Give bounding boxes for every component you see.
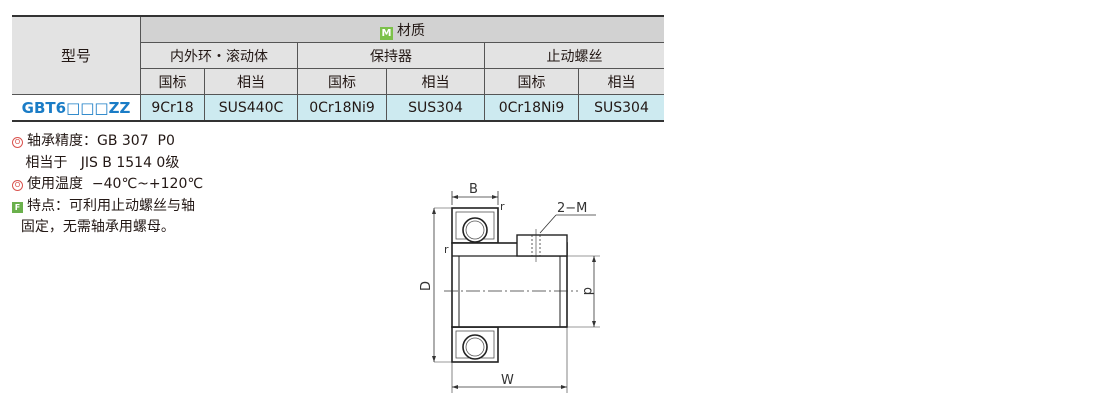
subheader-eq-2: 相当 bbox=[386, 68, 485, 95]
value-bearing-gb: 9Cr18 bbox=[140, 94, 205, 122]
feature-f-icon: F bbox=[12, 201, 23, 213]
group-retainer: 保持器 bbox=[297, 42, 485, 69]
temperature-text: 使用温度 −40℃~+120℃ bbox=[27, 176, 204, 192]
note-temperature: O 使用温度 −40℃~+120℃ bbox=[12, 174, 203, 196]
notes: O 轴承精度：GB 307 P0 相当于 JIS B 1514 0级 O 使用温度 … bbox=[12, 131, 203, 239]
label-r-side: r bbox=[444, 243, 449, 256]
material-badge-icon: M bbox=[380, 26, 393, 40]
subheader-eq-1: 相当 bbox=[204, 68, 298, 95]
feature-text-1: 特点：可利用止动螺丝与轴 bbox=[27, 197, 195, 214]
spec-table: 型号 M 材质 内外环・滚动体 保持器 止动螺丝 国标 相当 国标 相当 国标 相… bbox=[12, 15, 664, 122]
value-retainer-gb: 0Cr18Ni9 bbox=[297, 94, 387, 122]
note-feature-2: 固定，无需轴承用螺母。 bbox=[12, 219, 175, 235]
note-feature: F 特点：可利用止动螺丝与轴 bbox=[12, 196, 203, 218]
note-o-icon: O bbox=[12, 137, 23, 148]
subheader-gb-2: 国标 bbox=[297, 68, 387, 95]
note-equivalent: 相当于 JIS B 1514 0级 bbox=[12, 154, 180, 171]
label-d: d bbox=[580, 287, 595, 295]
note-o-icon: O bbox=[12, 180, 23, 191]
subheader-gb-3: 国标 bbox=[484, 68, 579, 95]
precision-text: 轴承精度：GB 307 P0 bbox=[27, 133, 175, 149]
model-value: GBT6□□□ZZ bbox=[12, 94, 141, 122]
value-screw-gb: 0Cr18Ni9 bbox=[484, 94, 579, 122]
label-2M: 2−M bbox=[557, 201, 587, 216]
model-header: 型号 bbox=[12, 15, 141, 95]
group-set-screw: 止动螺丝 bbox=[484, 42, 664, 69]
label-B: B bbox=[469, 182, 478, 197]
label-r-top: r bbox=[500, 200, 505, 213]
label-W: W bbox=[501, 373, 514, 388]
group-bearing: 内外环・滚动体 bbox=[140, 42, 298, 69]
value-bearing-eq: SUS440C bbox=[204, 94, 298, 122]
bearing-drawing: B r r 2−M D d W bbox=[419, 182, 600, 393]
material-header-cell: M 材质 bbox=[140, 15, 664, 43]
value-screw-eq: SUS304 bbox=[578, 94, 664, 122]
subheader-gb-1: 国标 bbox=[140, 68, 205, 95]
note-precision: O 轴承精度：GB 307 P0 bbox=[12, 131, 203, 153]
material-header: 材质 bbox=[397, 22, 425, 39]
label-D: D bbox=[419, 281, 434, 291]
subheader-eq-3: 相当 bbox=[578, 68, 664, 95]
value-retainer-eq: SUS304 bbox=[386, 94, 485, 122]
